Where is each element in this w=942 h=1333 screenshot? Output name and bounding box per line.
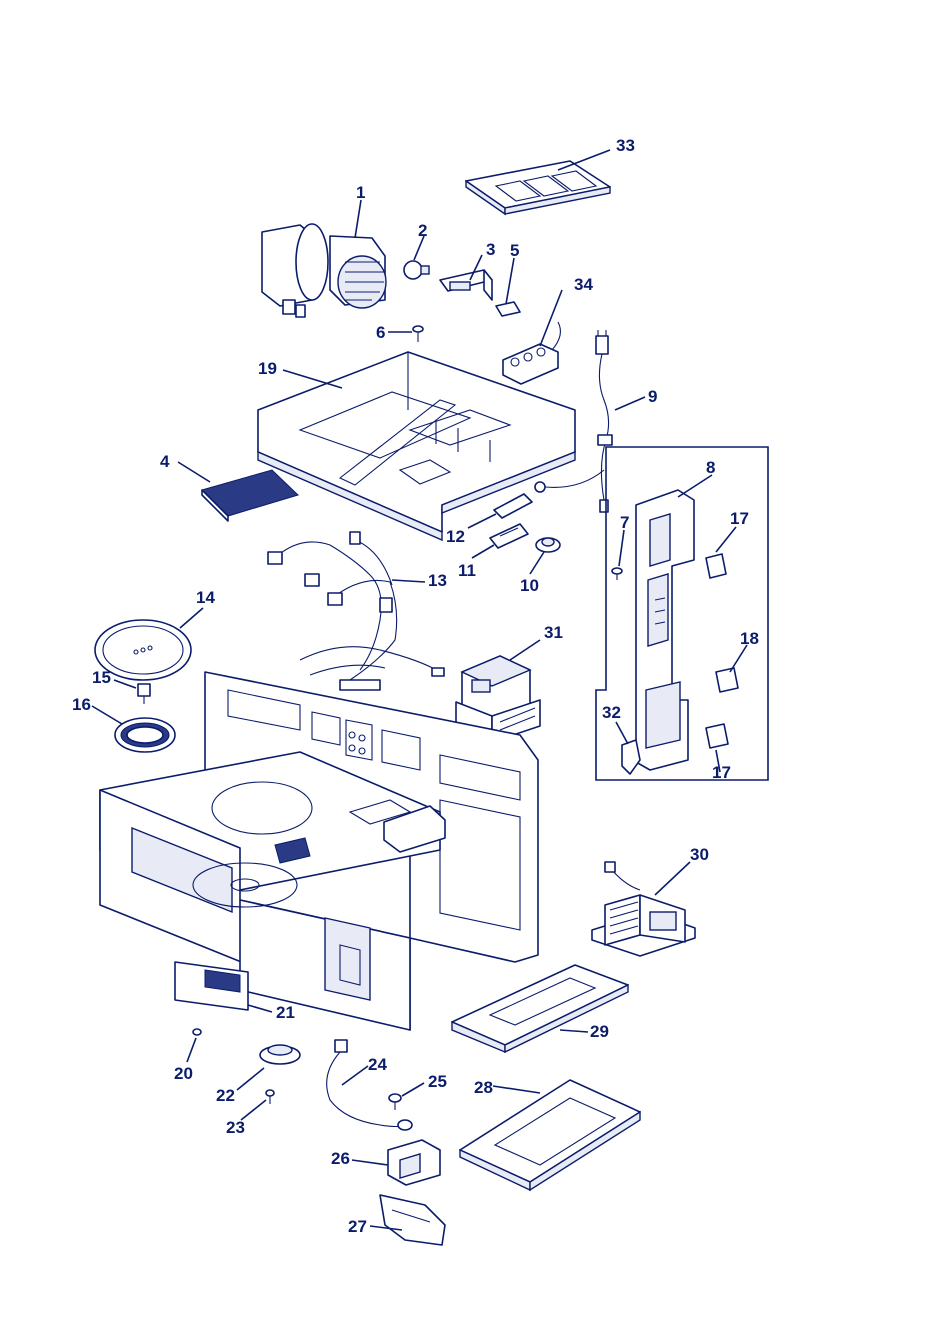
part-17-switch-upper[interactable]: [705, 553, 727, 579]
callout-20: 20: [174, 1064, 193, 1083]
part-24-sensor-cable[interactable]: [326, 1039, 413, 1131]
callout-27: 27: [348, 1217, 367, 1236]
leader-lines: [91, 149, 748, 1231]
callout-5: 5: [510, 241, 519, 260]
part-15-coupler[interactable]: [137, 683, 151, 704]
callout-11: 11: [458, 561, 476, 580]
callout-2: 2: [418, 221, 427, 240]
callout-labels: 33 1 2 3 5 34 6 19 9 4 8 7 17 12 11 10 1…: [72, 136, 759, 1236]
callout-18: 18: [740, 629, 759, 648]
callout-30: 30: [690, 845, 709, 864]
callout-16: 16: [72, 695, 91, 714]
part-21-vent-grille[interactable]: [174, 961, 249, 1011]
part-1-blower-motor[interactable]: [261, 223, 387, 318]
part-33-control-panel[interactable]: [465, 160, 611, 216]
part-16-roller-ring[interactable]: [114, 717, 176, 753]
callout-4: 4: [160, 452, 170, 471]
part-9-power-cord[interactable]: [534, 330, 613, 513]
part-20-screw[interactable]: [192, 1028, 202, 1036]
part-17-switch-lower[interactable]: [705, 723, 729, 749]
callout-8: 8: [706, 458, 715, 477]
part-30-transformer[interactable]: [591, 861, 696, 957]
part-18-switch[interactable]: [715, 667, 739, 693]
part-32-latch-lever[interactable]: [621, 739, 641, 775]
part-3-lamp-socket[interactable]: [439, 269, 493, 301]
part-2-lamp-bulb[interactable]: [403, 260, 430, 280]
part-29-base-plate[interactable]: [451, 964, 629, 1054]
part-11-fuse-holder[interactable]: [489, 523, 529, 549]
callout-19: 19: [258, 359, 277, 378]
part-8-latch-board[interactable]: [635, 489, 695, 771]
part-7-screw[interactable]: [611, 567, 623, 580]
part-25-screw[interactable]: [388, 1093, 402, 1110]
callout-33: 33: [616, 136, 635, 155]
callout-9: 9: [648, 387, 657, 406]
part-34-terminal-block[interactable]: [502, 321, 561, 385]
part-27-handle[interactable]: [379, 1194, 446, 1246]
callout-28: 28: [474, 1078, 493, 1097]
callout-34: 34: [574, 275, 593, 294]
callout-26: 26: [331, 1149, 350, 1168]
callout-12: 12: [446, 527, 465, 546]
part-4-grease-filter[interactable]: [201, 469, 299, 522]
part-10-thermostat[interactable]: [535, 537, 561, 553]
callout-7: 7: [620, 513, 629, 532]
callout-13: 13: [428, 571, 447, 590]
callout-17-lower: 17: [712, 763, 731, 782]
callout-14: 14: [196, 588, 215, 607]
part-8-interlock-box: [595, 446, 769, 781]
part-22-thermal-switch[interactable]: [259, 1044, 301, 1065]
part-26-bracket[interactable]: [387, 1139, 441, 1186]
callout-17-upper: 17: [730, 509, 749, 528]
callout-21: 21: [276, 1003, 295, 1022]
part-6-screw[interactable]: [412, 325, 424, 342]
callout-32: 32: [602, 703, 621, 722]
callout-24: 24: [368, 1055, 387, 1074]
callout-3: 3: [486, 240, 495, 259]
oven-cavity-assembly: [99, 671, 539, 1031]
callout-29: 29: [590, 1022, 609, 1041]
part-13-wire-harness[interactable]: [267, 531, 445, 691]
callout-31: 31: [544, 623, 563, 642]
callout-22: 22: [216, 1086, 235, 1105]
part-14-turntable[interactable]: [94, 619, 192, 681]
callout-10: 10: [520, 576, 539, 595]
part-12-thermal-fuse[interactable]: [493, 493, 533, 519]
callout-15: 15: [92, 668, 111, 687]
part-23-screw[interactable]: [265, 1089, 275, 1104]
callout-1: 1: [356, 183, 365, 202]
callout-6: 6: [376, 323, 385, 342]
part-28-bottom-cover[interactable]: [459, 1079, 641, 1192]
part-5-switch[interactable]: [495, 301, 521, 317]
callout-25: 25: [428, 1072, 447, 1091]
callout-23: 23: [226, 1118, 245, 1137]
part-19-top-plate[interactable]: [257, 351, 576, 542]
